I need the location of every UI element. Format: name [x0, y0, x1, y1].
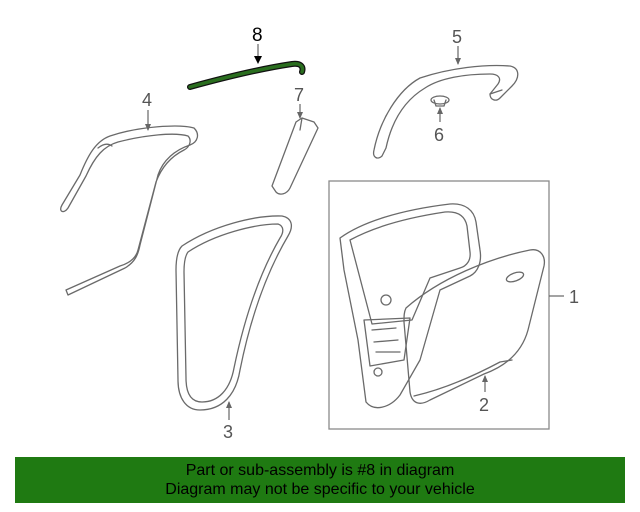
leader-3-arrow	[226, 401, 232, 408]
part-1-door-shell[interactable]	[339, 203, 482, 409]
callout-8[interactable]: 8	[252, 25, 263, 46]
info-banner: Part or sub-assembly is #8 in diagram Di…	[15, 457, 625, 503]
part-7-applique[interactable]	[271, 117, 319, 195]
callout-4[interactable]: 4	[142, 90, 152, 110]
part-5-roof-molding[interactable]	[372, 64, 519, 159]
callout-3[interactable]: 3	[223, 422, 233, 442]
leader-7-arrow	[297, 112, 303, 119]
part-8-molding[interactable]	[187, 60, 306, 90]
banner-line-part: Part or sub-assembly is #8 in diagram	[185, 462, 455, 479]
part-1-frame	[328, 180, 550, 430]
callout-6[interactable]: 6	[434, 125, 444, 145]
part-6-clip[interactable]	[430, 95, 450, 107]
leader-4-arrow	[145, 124, 151, 131]
leader-2-arrow	[482, 375, 488, 382]
part-2-outer-panel[interactable]	[403, 249, 546, 404]
leader-6-arrow	[437, 107, 443, 114]
banner-line-disclaimer: Diagram may not be specific to your vehi…	[165, 481, 475, 498]
callout-1[interactable]: 1	[569, 287, 579, 307]
part-4-weatherstrip[interactable]	[60, 125, 199, 296]
leader-5-arrow	[455, 58, 461, 65]
part-3-weatherstrip[interactable]	[175, 215, 293, 411]
callout-2[interactable]: 2	[479, 395, 489, 415]
callout-5[interactable]: 5	[452, 27, 462, 47]
parts-diagram: 8 4 7 5 6 3	[60, 25, 579, 442]
callout-7[interactable]: 7	[294, 85, 304, 105]
leader-8-arrow	[254, 56, 262, 64]
